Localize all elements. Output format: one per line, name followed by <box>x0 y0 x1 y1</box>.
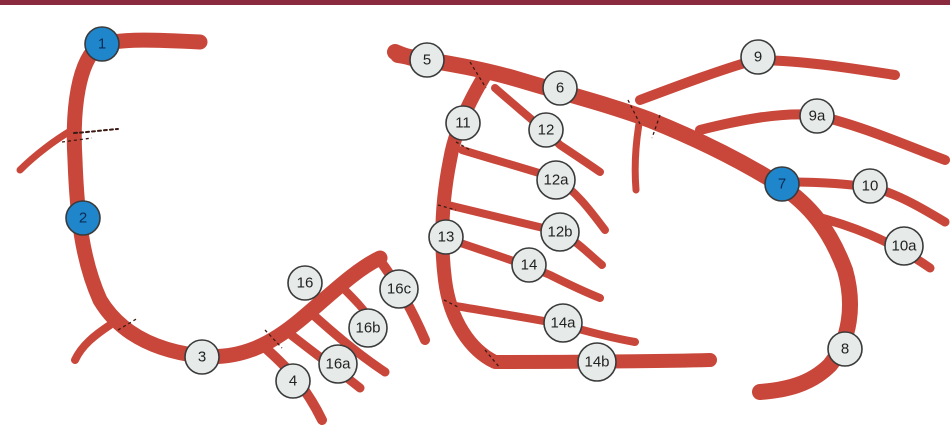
segment-label: 14b <box>584 354 609 371</box>
segment-marker-6: 6 <box>543 71 577 105</box>
segment-label: 12a <box>543 172 569 189</box>
segment-marker-12: 12 <box>529 113 563 147</box>
segment-label: 8 <box>841 341 849 358</box>
segment-label: 16 <box>297 275 314 292</box>
segment-marker-14: 14 <box>512 248 546 282</box>
segment-marker-4: 4 <box>276 364 310 398</box>
segment-label: 16c <box>387 281 412 298</box>
rca-branch-lower-left <box>75 325 110 360</box>
segment-marker-16b: 16b <box>349 309 387 347</box>
segment-marker-3: 3 <box>185 340 219 374</box>
segment-marker-12a: 12a <box>537 161 575 199</box>
segment-label: 5 <box>423 52 431 69</box>
segment-marker-16a: 16a <box>319 345 357 383</box>
segment-label: 6 <box>556 80 564 97</box>
lcx-branch-14a <box>450 305 635 342</box>
segment-label: 11 <box>455 115 471 132</box>
segment-marker-10a: 10a <box>885 227 923 265</box>
segment-marker-16: 16 <box>288 266 322 300</box>
segment-label: 3 <box>198 349 206 366</box>
segment-label: 4 <box>289 373 297 390</box>
segment-marker-5: 5 <box>410 43 444 77</box>
segment-label: 10 <box>862 178 879 195</box>
segment-marker-14a: 14a <box>544 304 582 342</box>
segment-marker-2: 2 <box>66 201 100 235</box>
segment-label: 12b <box>547 224 572 241</box>
segment-label: 14a <box>550 315 576 332</box>
segment-marker-11: 11 <box>446 106 480 140</box>
segment-label: 7 <box>778 176 786 193</box>
left-coronary-system <box>395 52 945 392</box>
segment-label: 1 <box>98 36 106 53</box>
rca-main-trunk <box>74 40 380 357</box>
lad-branch-septal <box>635 118 640 190</box>
segment-marker-8: 8 <box>828 332 862 366</box>
segment-marker-14b: 14b <box>578 343 616 381</box>
segment-marker-9: 9 <box>741 40 775 74</box>
segment-dividers <box>62 62 790 368</box>
segment-label: 14 <box>521 257 538 274</box>
segment-marker-12b: 12b <box>541 213 579 251</box>
segment-marker-13: 13 <box>429 220 463 254</box>
segment-marker-10: 10 <box>853 169 887 203</box>
segment-label: 16b <box>355 320 380 337</box>
segment-marker-7: 7 <box>765 167 799 201</box>
segment-marker-9a: 9a <box>800 99 834 133</box>
segment-label: 12 <box>538 122 555 139</box>
rca-branch-upper-left <box>20 130 72 170</box>
segment-label: 13 <box>438 229 455 246</box>
segment-label: 9a <box>809 108 826 125</box>
segment-label: 2 <box>79 210 87 227</box>
segment-marker-1: 1 <box>85 27 119 61</box>
segment-label: 16a <box>325 356 351 373</box>
segment-marker-16c: 16c <box>380 270 418 308</box>
segment-label: 10a <box>891 238 917 255</box>
segment-label: 9 <box>754 49 762 66</box>
